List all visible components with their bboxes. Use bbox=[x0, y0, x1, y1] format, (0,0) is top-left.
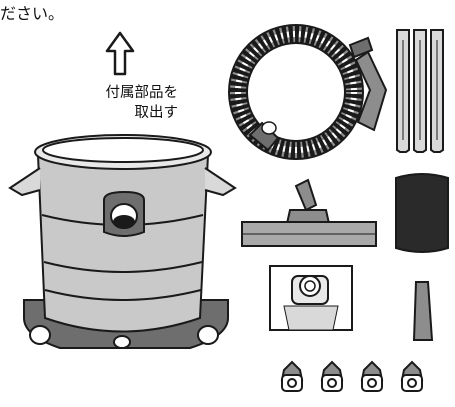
vacuum-canister bbox=[8, 134, 237, 349]
paper-filter-bag bbox=[269, 265, 353, 331]
sponge-filter bbox=[395, 173, 449, 253]
instruction-line-2: 取出す bbox=[134, 105, 179, 121]
crevice-tool bbox=[412, 281, 434, 341]
caster-2 bbox=[320, 360, 344, 392]
left-clamp bbox=[8, 167, 41, 197]
extension-wands bbox=[396, 29, 444, 153]
right-clamp bbox=[204, 167, 237, 197]
header-text-fragment: ださい。 bbox=[0, 4, 65, 23]
caster-3 bbox=[360, 360, 384, 392]
caster-1 bbox=[280, 360, 304, 392]
up-arrow-icon bbox=[105, 31, 135, 76]
instruction-line-1: 付属部品を bbox=[105, 85, 179, 101]
caster-4 bbox=[400, 360, 424, 392]
hose-accessory bbox=[228, 24, 388, 160]
caster-wheels bbox=[280, 360, 424, 392]
floor-nozzle bbox=[241, 178, 377, 247]
instruction-label: 付属部品を 取出す bbox=[50, 83, 179, 123]
